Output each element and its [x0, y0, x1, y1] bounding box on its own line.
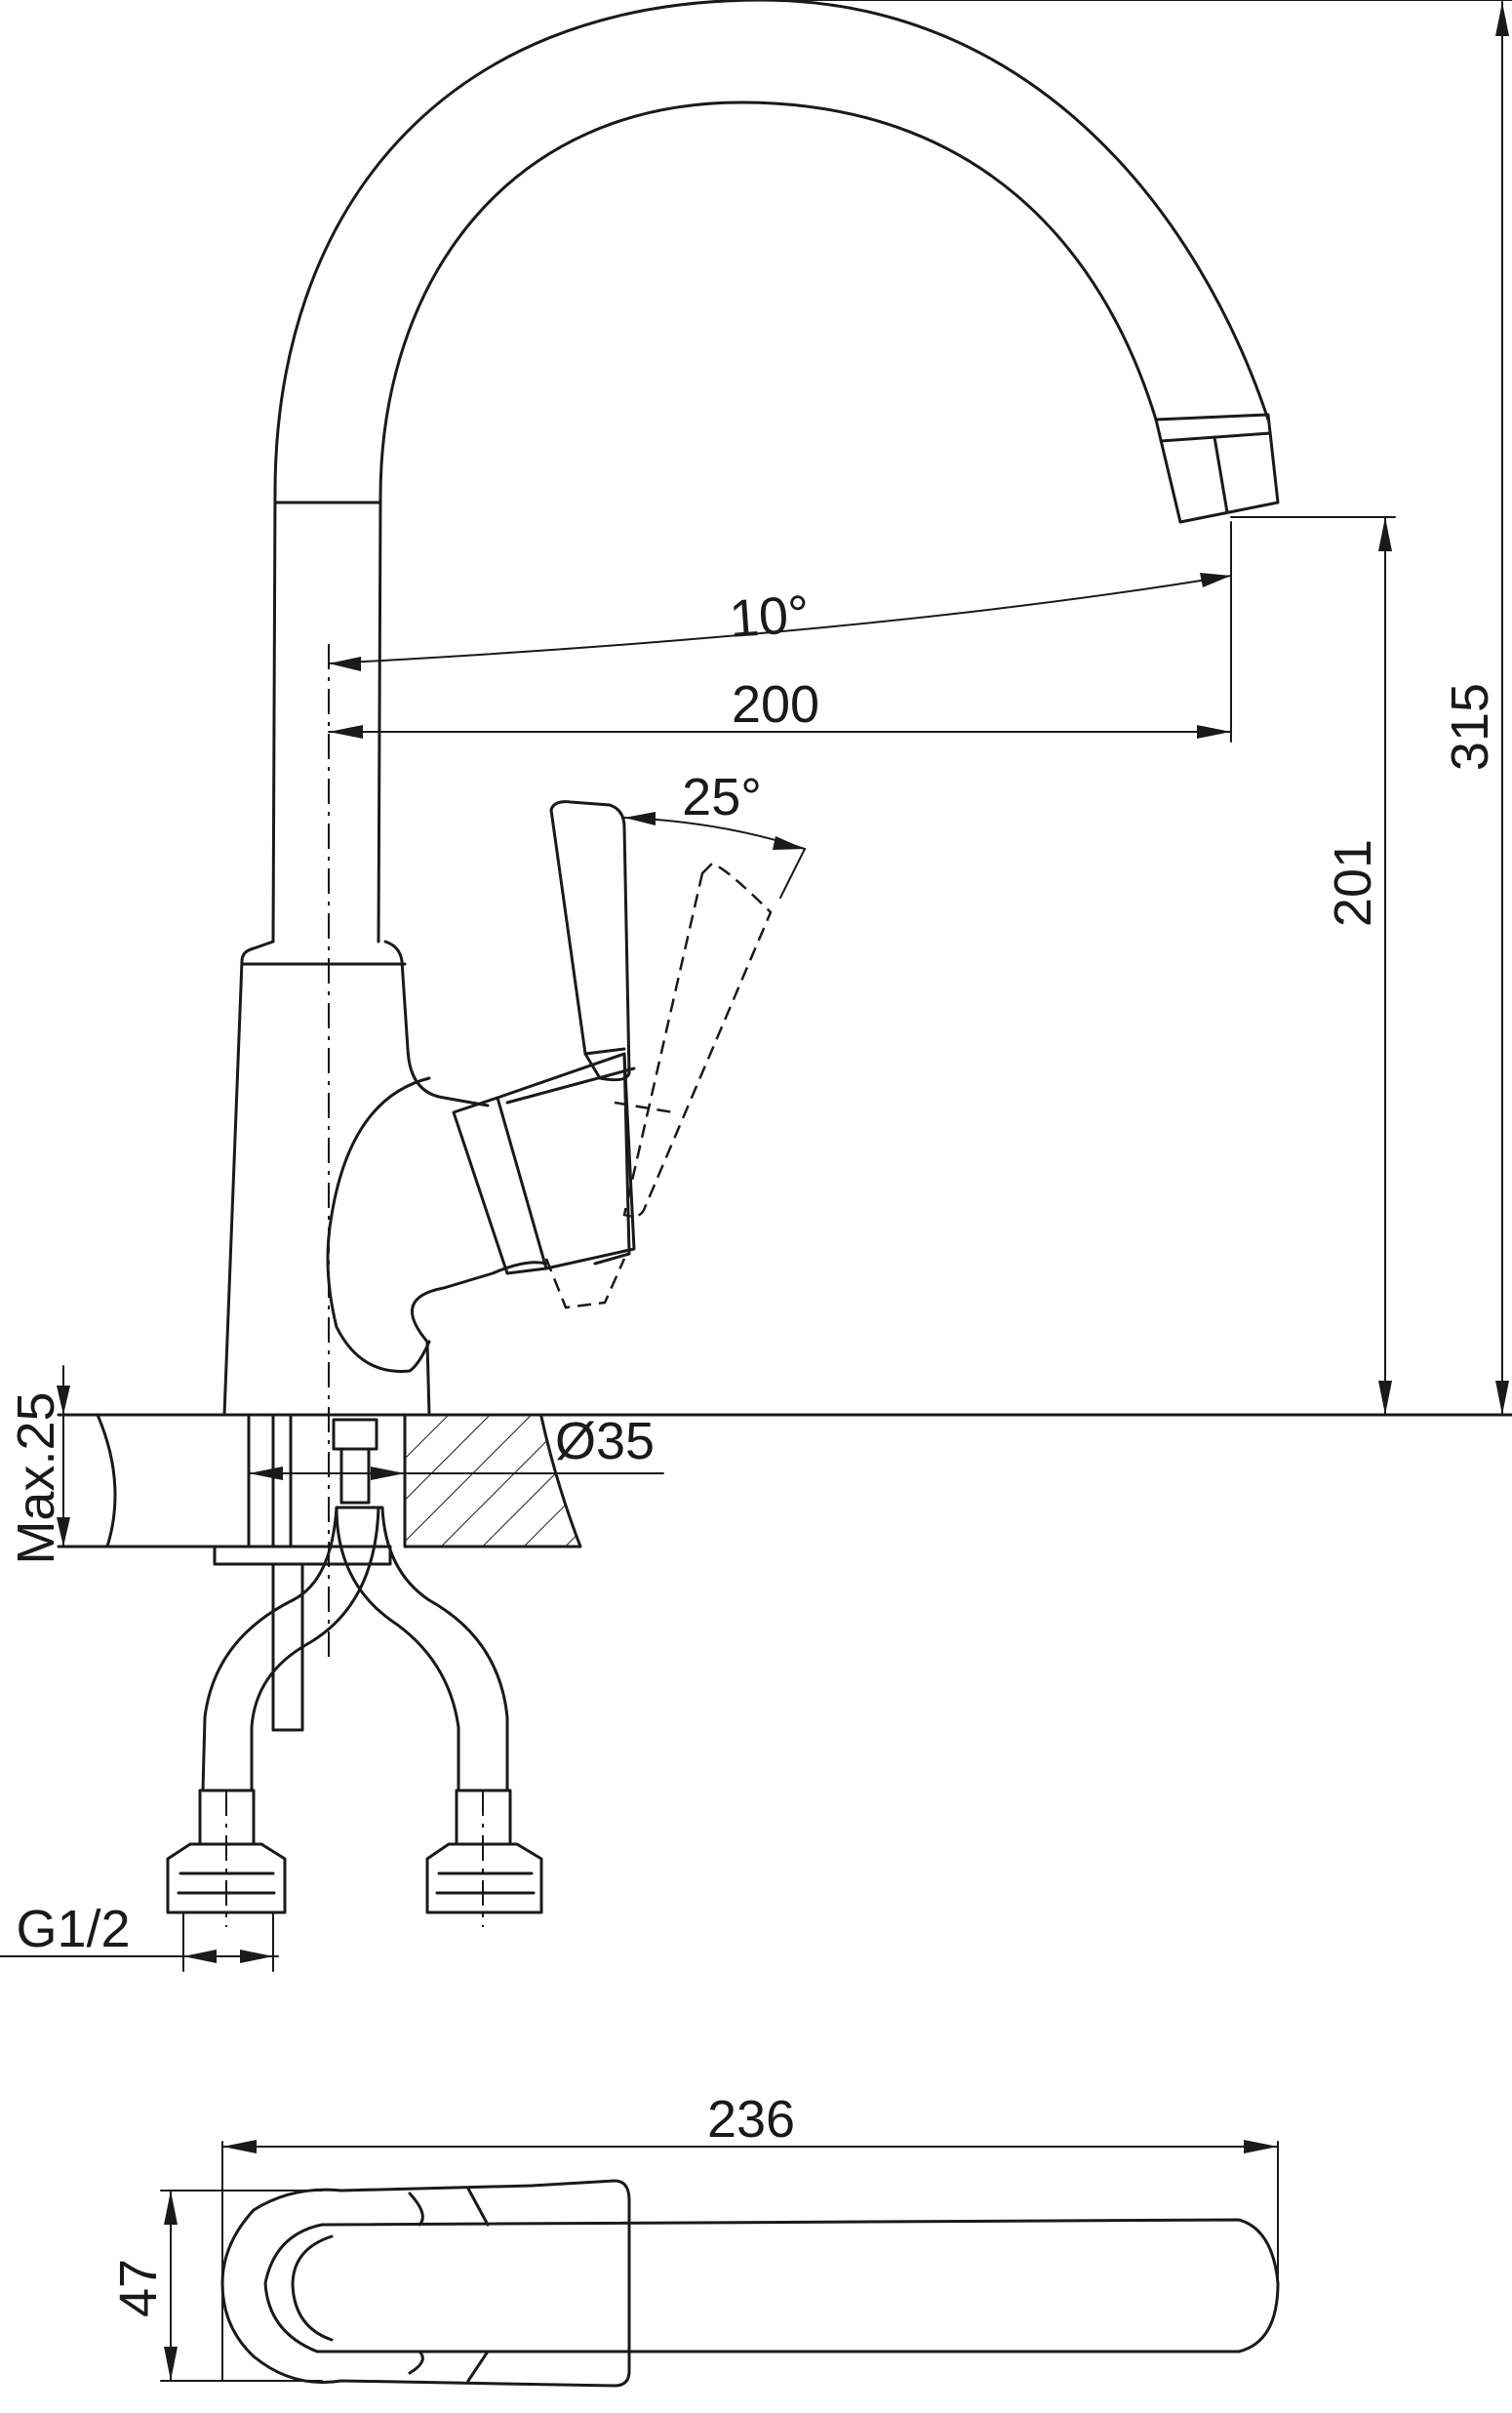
- dim-thread: G1/2: [0, 1900, 279, 1972]
- spout-outer: [271, 0, 1270, 944]
- aerator: [1154, 413, 1280, 524]
- dim-spout-reach: 200: [328, 675, 1232, 739]
- faucet-side-view: [222, 0, 1280, 1664]
- faucet-body: [222, 940, 548, 1417]
- dim-top-length: 236: [221, 2090, 1279, 2284]
- dim-length-label: 236: [707, 2090, 795, 2149]
- dim-spout-angle: 10°: [328, 521, 1232, 743]
- mounting-hardware: [213, 1413, 392, 1732]
- dim-thickness-label: Max.25: [7, 1391, 65, 1564]
- dim-width-label: 47: [109, 2259, 168, 2317]
- dim-counter-thickness: Max.25: [7, 1365, 70, 1565]
- dim-lever-label: 25°: [682, 768, 762, 826]
- dim-total-label: 315: [1441, 683, 1499, 771]
- dim-hole-diameter: Ø35: [248, 1412, 664, 1480]
- supply-hoses: [166, 1506, 543, 1927]
- hose-fitting-right: [425, 1789, 543, 1914]
- dim-reach-label: 200: [732, 675, 819, 734]
- dim-spout-height: 201: [1230, 516, 1396, 1416]
- dim-top-width: 47: [109, 2190, 323, 2382]
- dim-total-height: 315: [760, 0, 1512, 1416]
- dim-height-label: 201: [1324, 839, 1382, 927]
- spout-inner: [377, 101, 1158, 944]
- dim-lever-angle: 25°: [623, 768, 806, 899]
- dim-diameter-label: Ø35: [555, 1412, 655, 1470]
- countertop-section: [57, 1413, 1512, 1548]
- lever-base: [452, 1052, 636, 1275]
- lever-handle: [549, 800, 631, 1082]
- lever-rotated-position: [544, 862, 773, 1309]
- dim-thread-label: G1/2: [16, 1900, 130, 1958]
- dim-angle-label: 10°: [728, 584, 812, 649]
- faucet-top-view: [220, 2179, 1280, 2388]
